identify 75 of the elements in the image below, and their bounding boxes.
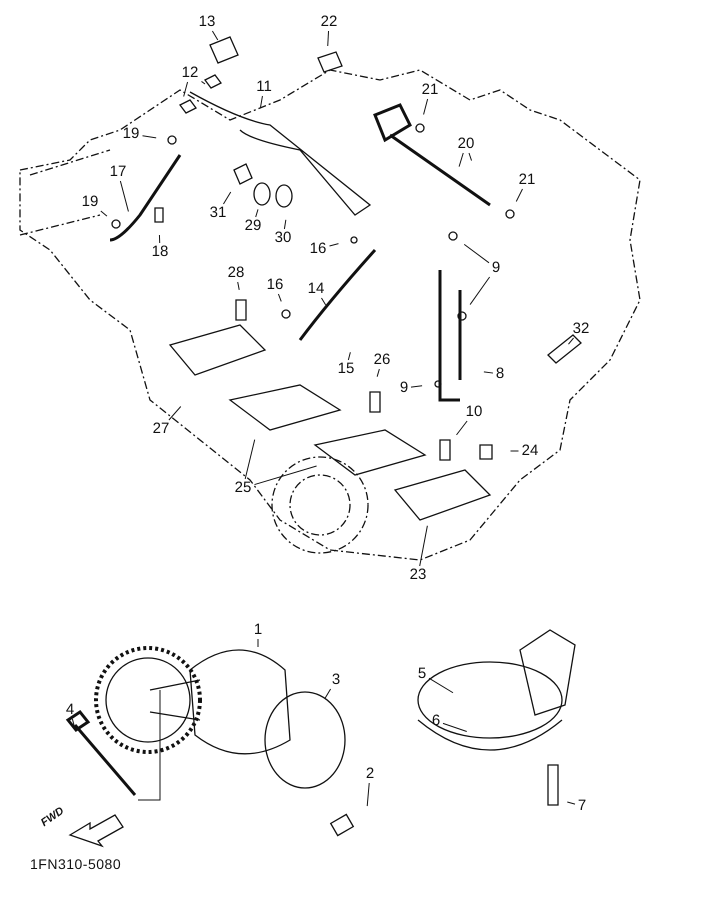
callout-number: 2 bbox=[364, 766, 376, 782]
callout-number: 15 bbox=[336, 361, 356, 377]
callout-number: 3 bbox=[330, 672, 342, 688]
callout-number: 16 bbox=[266, 277, 284, 293]
callout-number: 18 bbox=[150, 244, 170, 260]
callout-number: 25 bbox=[234, 480, 252, 496]
leader-line bbox=[510, 450, 519, 452]
leader-line bbox=[168, 406, 182, 420]
callout-number: 12 bbox=[180, 65, 200, 81]
callout-number: 22 bbox=[320, 14, 338, 30]
leader-line bbox=[324, 688, 332, 698]
callout-number: 5 bbox=[416, 666, 428, 682]
leader-line bbox=[442, 722, 468, 732]
callout-number: 20 bbox=[456, 136, 476, 152]
leader-line bbox=[366, 782, 370, 807]
leader-line bbox=[470, 276, 490, 306]
callout-number: 23 bbox=[408, 567, 428, 583]
leader-line bbox=[458, 152, 464, 168]
callout-number: 30 bbox=[274, 230, 292, 246]
leader-line bbox=[348, 352, 351, 360]
leader-line bbox=[244, 439, 256, 480]
callout-number: 21 bbox=[518, 172, 536, 188]
callout-number: 29 bbox=[244, 218, 262, 234]
callout-number: 8 bbox=[494, 366, 506, 382]
leader-line bbox=[329, 243, 339, 246]
leader-line bbox=[428, 678, 454, 694]
leader-line bbox=[237, 282, 240, 290]
callout-number: 13 bbox=[198, 14, 216, 30]
leader-line bbox=[158, 234, 160, 244]
leader-line bbox=[483, 371, 494, 374]
callout-number: 24 bbox=[520, 443, 540, 459]
callout-number: 21 bbox=[420, 82, 440, 98]
leader-line bbox=[212, 30, 218, 40]
leader-line bbox=[278, 294, 282, 302]
callout-number: 1 bbox=[252, 622, 264, 638]
leader-line bbox=[260, 96, 263, 109]
callout-number: 9 bbox=[490, 260, 502, 276]
leader-line bbox=[410, 385, 423, 388]
leader-line bbox=[120, 180, 129, 212]
callout-number: 16 bbox=[308, 241, 328, 257]
callout-number: 10 bbox=[464, 404, 484, 420]
leader-line bbox=[516, 188, 523, 202]
callout-number: 14 bbox=[306, 281, 326, 297]
callout-number: 11 bbox=[255, 79, 273, 95]
leader-line bbox=[566, 801, 576, 805]
leader-line bbox=[72, 718, 75, 728]
leader-line bbox=[464, 244, 490, 264]
callout-number: 7 bbox=[576, 798, 588, 814]
part-code: 1FN310-5080 bbox=[30, 856, 122, 872]
leader-line bbox=[327, 30, 330, 47]
leader-line bbox=[222, 191, 232, 204]
leader-line bbox=[568, 338, 574, 345]
leader-line bbox=[423, 98, 428, 115]
leader-line bbox=[254, 466, 318, 486]
leader-line bbox=[183, 82, 188, 97]
leader-line bbox=[100, 210, 108, 217]
leader-line bbox=[284, 219, 286, 230]
callout-number: 32 bbox=[572, 321, 590, 337]
leader-line bbox=[419, 525, 428, 566]
callout-number: 26 bbox=[372, 352, 392, 368]
callout-number: 28 bbox=[226, 265, 246, 281]
leader-line bbox=[320, 298, 326, 306]
callout-number: 9 bbox=[398, 380, 410, 396]
leader-line bbox=[201, 80, 206, 84]
leader-line bbox=[376, 368, 380, 378]
callout-number: 27 bbox=[152, 421, 170, 437]
callout-number: 17 bbox=[108, 164, 128, 180]
callout-number: 19 bbox=[80, 194, 100, 210]
callout-number: 31 bbox=[208, 205, 228, 221]
leader-line bbox=[468, 152, 472, 162]
leader-line bbox=[255, 208, 258, 218]
callout-number: 19 bbox=[122, 126, 140, 142]
leader-line bbox=[142, 135, 157, 138]
leader-line bbox=[456, 420, 468, 436]
callout-number: 4 bbox=[64, 702, 76, 718]
